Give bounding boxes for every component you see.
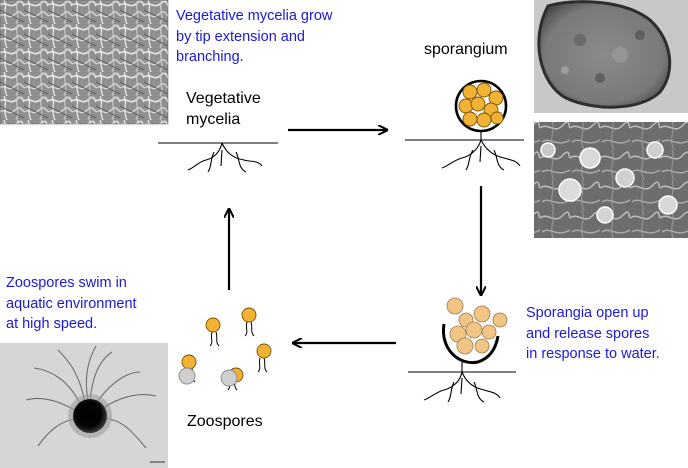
released-spores <box>446 297 508 355</box>
vegetative-mycelia-stage <box>158 142 278 173</box>
mycelia-growth-annotation: Vegetative mycelia grow by tip extension… <box>176 6 332 68</box>
annotation-line: aquatic environment <box>6 295 137 312</box>
sporangium-micrograph <box>534 0 688 113</box>
sporangium-label: sporangium <box>424 41 508 58</box>
label-line: mycelia <box>186 111 241 128</box>
sporangia-open-annotation: Sporangia open up and release spores in … <box>526 303 660 365</box>
open-sporangium-stage <box>408 297 516 403</box>
annotation-line: Sporangia open up <box>526 305 649 321</box>
zoospores-label: Zoospores <box>187 413 263 430</box>
zoospores-stage <box>178 307 272 391</box>
sporangium-stage <box>405 79 524 171</box>
annotation-line: by tip extension and <box>176 28 305 45</box>
annotation-line: and release spores <box>526 325 650 342</box>
annotation-line: branching. <box>176 49 244 65</box>
zoospore-micrograph <box>0 343 168 468</box>
mycelia-micrograph <box>0 0 169 125</box>
annotation-line: in response to water. <box>526 346 660 362</box>
zoospore-swim-annotation: Zoospores swim in aquatic environment at… <box>6 273 137 335</box>
sporangium-spores <box>458 82 504 128</box>
sporangia-micrograph <box>534 122 688 238</box>
label-line: Vegetative <box>186 90 261 107</box>
annotation-line: Zoospores swim in <box>6 275 127 291</box>
cycle-arrows <box>229 130 481 343</box>
annotation-line: at high speed. <box>6 316 98 332</box>
vegetative-mycelia-label: Vegetative mycelia <box>186 88 261 130</box>
annotation-line: Vegetative mycelia grow <box>176 8 333 24</box>
